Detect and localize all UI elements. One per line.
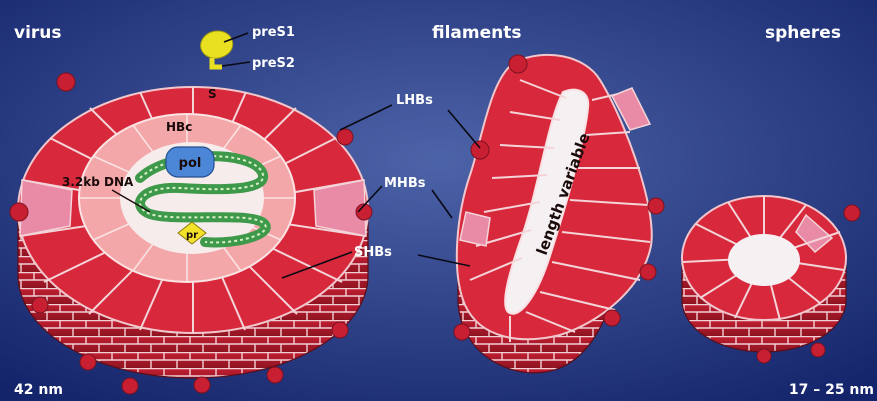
label-lhbs: LHBs — [396, 93, 433, 108]
scale-sphere: 17 – 25 nm — [789, 382, 874, 398]
label-hbc: HBc — [166, 120, 192, 134]
label-pres1: preS1 — [252, 25, 295, 40]
label-pres2: preS2 — [252, 56, 295, 71]
pres1-blob — [201, 31, 233, 58]
label-shbs: SHBs — [354, 245, 392, 260]
heading-filaments: filaments — [432, 23, 522, 43]
label-dna: 3.2kb DNA — [62, 175, 134, 189]
label-s: S — [208, 87, 217, 101]
heading-virus: virus — [14, 23, 62, 43]
label-mhbs: MHBs — [384, 176, 426, 191]
heading-spheres: spheres — [765, 23, 841, 43]
sphere-lumen — [728, 234, 800, 286]
filament-mhbs-tile — [460, 212, 490, 246]
label-pol: pol — [179, 156, 202, 171]
label-pr: pr — [186, 230, 198, 241]
scale-virus: 42 nm — [14, 382, 63, 398]
